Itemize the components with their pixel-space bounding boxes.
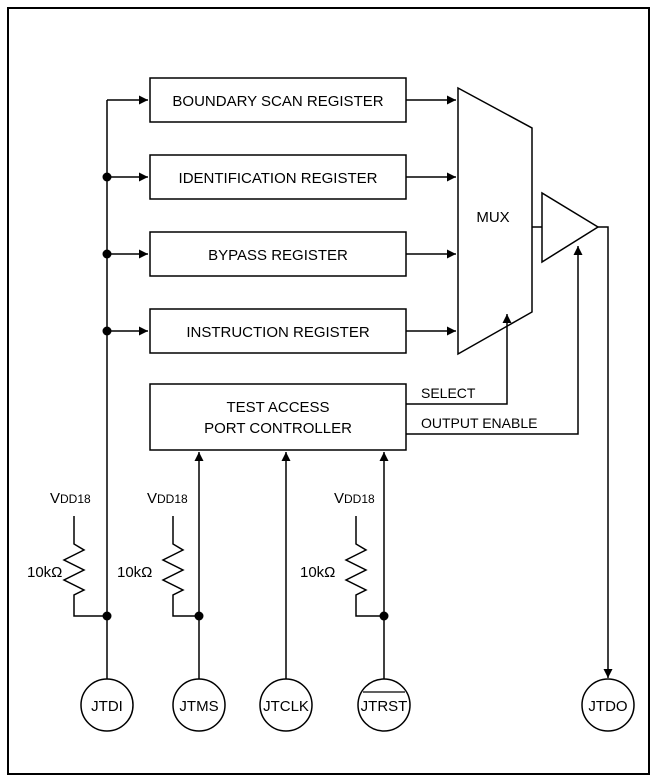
boundary-scan-register-label: BOUNDARY SCAN REGISTER	[172, 93, 383, 110]
instruction-register: INSTRUCTION REGISTER	[149, 308, 407, 354]
select-label: SELECT	[421, 385, 476, 401]
mux-label: MUX	[476, 209, 509, 226]
resistor-label-jtrst: 10kΩ	[300, 564, 335, 581]
identification-register-label: IDENTIFICATION REGISTER	[179, 170, 378, 187]
pullup-resistor-jtdi: VDD18 10kΩ	[27, 490, 107, 617]
register-to-mux-arrows	[406, 95, 542, 336]
tap-controller-line1: TEST ACCESS	[226, 399, 329, 416]
vdd18-label-jtdi: VDD18	[50, 490, 91, 507]
output-buffer	[541, 191, 600, 264]
bypass-register-label: BYPASS REGISTER	[208, 247, 348, 264]
pin-jtrst-label: JTRST	[361, 698, 408, 715]
figure-frame	[7, 7, 650, 775]
control-lines	[406, 246, 583, 435]
pin-jtdi-label: JTDI	[91, 698, 123, 715]
resistor-label-jtms: 10kΩ	[117, 564, 152, 581]
vdd18-label-jtms: VDD18	[147, 490, 188, 507]
mux: MUX	[457, 86, 533, 356]
pin-jtrst: JTRST	[357, 678, 411, 732]
output-enable-label: OUTPUT ENABLE	[421, 415, 537, 431]
tap-controller: TEST ACCESS PORT CONTROLLER	[149, 383, 407, 451]
tap-controller-line2: PORT CONTROLLER	[204, 420, 352, 437]
pullup-resistor-jtms: VDD18 10kΩ	[117, 490, 199, 617]
pin-jtdi: JTDI	[80, 678, 134, 732]
identification-register: IDENTIFICATION REGISTER	[149, 154, 407, 200]
jtdi-bus	[106, 95, 148, 680]
pullup-resistor-jtrst: VDD18 10kΩ	[300, 490, 384, 617]
resistor-label-jtdi: 10kΩ	[27, 564, 62, 581]
pin-jtms-label: JTMS	[179, 698, 218, 715]
pin-jtms: JTMS	[172, 678, 226, 732]
bypass-register: BYPASS REGISTER	[149, 231, 407, 277]
instruction-register-label: INSTRUCTION REGISTER	[186, 324, 370, 341]
boundary-scan-register: BOUNDARY SCAN REGISTER	[149, 77, 407, 123]
input-lines	[194, 452, 389, 680]
pin-jtdo: JTDO	[581, 678, 635, 732]
vdd18-label-jtrst: VDD18	[334, 490, 375, 507]
pin-jtclk-label: JTCLK	[263, 698, 309, 715]
pin-jtdo-label: JTDO	[588, 698, 627, 715]
jtdo-line	[598, 226, 613, 678]
pin-jtclk: JTCLK	[259, 678, 313, 732]
